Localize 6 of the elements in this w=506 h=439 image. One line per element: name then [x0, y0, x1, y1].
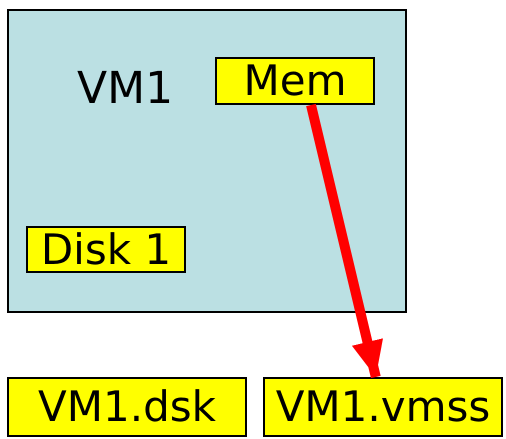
vm-container-box — [7, 9, 407, 313]
box-title: VM1 — [77, 67, 174, 111]
file-box: VM1.dsk — [7, 377, 247, 437]
memory-box: Mem — [215, 57, 375, 105]
arrow — [306, 104, 384, 378]
file-box: VM1.vmss — [263, 377, 503, 437]
